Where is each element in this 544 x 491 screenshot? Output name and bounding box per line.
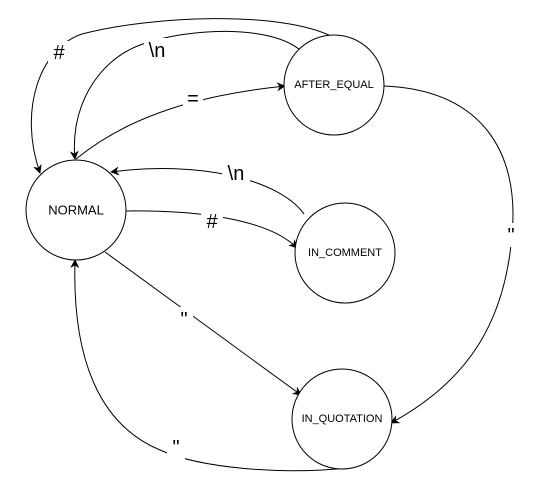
- edge-label-in-comment-to-normal: \n: [228, 163, 245, 185]
- edge-after-equal-to-normal-hash: [30, 18, 334, 174]
- edge-in-quotation-to-normal: [70, 259, 348, 472]
- node-in-quotation: IN_QUOTATION: [291, 368, 393, 470]
- edge-normal-to-in-quotation: [104, 251, 302, 396]
- edge-after-equal-to-in-quotation: [383, 85, 514, 424]
- edge-label-after-equal-to-normal-hash: #: [53, 42, 65, 64]
- edge-label-in-quotation-to-normal: ": [172, 437, 179, 459]
- node-after-equal: AFTER_EQUAL: [283, 34, 385, 136]
- node-label-normal: NORMAL: [48, 203, 104, 218]
- node-label-after-equal: AFTER_EQUAL: [294, 79, 373, 91]
- edge-label-normal-to-in-quotation: ": [180, 309, 187, 331]
- edge-label-after-equal-to-in-quotation: ": [507, 225, 514, 247]
- edge-label-normal-to-after-equal: =: [187, 88, 199, 110]
- edge-normal-to-after-equal: [75, 82, 286, 160]
- edge-after-equal-to-normal-newline: [69, 30, 301, 160]
- node-in-comment: IN_COMMENT: [294, 202, 396, 304]
- node-label-in-quotation: IN_QUOTATION: [302, 413, 383, 425]
- edge-label-after-equal-to-normal-newline: \n: [149, 40, 166, 62]
- node-label-in-comment: IN_COMMENT: [308, 247, 382, 259]
- edge-normal-to-in-comment: [125, 210, 298, 249]
- node-normal: NORMAL: [25, 159, 127, 261]
- edge-in-comment-to-normal: [110, 166, 305, 215]
- edge-label-normal-to-in-comment: #: [206, 211, 218, 233]
